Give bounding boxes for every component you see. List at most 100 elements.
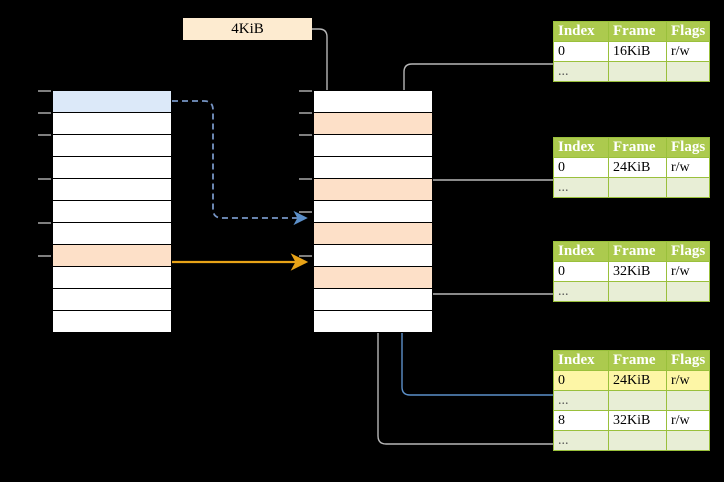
cell-frame bbox=[608, 61, 667, 82]
column-header-frame: Frame bbox=[608, 241, 667, 262]
cell-frame bbox=[608, 177, 667, 198]
physical-frame-4[interactable] bbox=[314, 179, 432, 201]
column-header-index: Index bbox=[553, 350, 609, 371]
cell-index: 8 bbox=[553, 410, 609, 431]
cell-frame: 24KiB bbox=[608, 157, 667, 178]
cell-flags bbox=[665, 281, 711, 302]
table-row-highlighted[interactable]: 0 24KiB r/w bbox=[553, 370, 711, 391]
column-header-flags: Flags bbox=[665, 241, 711, 262]
virtual-page-7[interactable] bbox=[53, 245, 171, 267]
right-tick-5 bbox=[299, 211, 312, 213]
column-header-flags: Flags bbox=[665, 21, 711, 42]
physical-frame-0[interactable] bbox=[314, 91, 432, 113]
cell-flags: r/w bbox=[665, 410, 711, 431]
cell-frame bbox=[608, 281, 667, 302]
wire-table3-to-frame8 bbox=[411, 262, 553, 295]
table-header-row: Index Frame Flags bbox=[553, 350, 711, 371]
cell-flags bbox=[665, 430, 711, 451]
cell-flags bbox=[665, 177, 711, 198]
table-header-row: Index Frame Flags bbox=[553, 241, 711, 262]
virtual-page-3[interactable] bbox=[53, 157, 171, 179]
physical-frame-6[interactable] bbox=[314, 223, 432, 245]
virtual-page-10[interactable] bbox=[53, 311, 171, 333]
cell-frame bbox=[608, 430, 667, 451]
table-row-ellipsis[interactable]: ... bbox=[553, 177, 711, 198]
column-header-flags: Flags bbox=[665, 137, 711, 158]
cell-flags: r/w bbox=[665, 41, 711, 62]
virtual-page-1[interactable] bbox=[53, 113, 171, 135]
cell-frame: 32KiB bbox=[608, 261, 667, 282]
right-tick-1 bbox=[299, 112, 312, 114]
left-tick-4 bbox=[38, 178, 51, 180]
table-row[interactable]: 0 32KiB r/w bbox=[553, 261, 711, 282]
page-table-4: Index Frame Flags 0 24KiB r/w ... 8 32Ki… bbox=[553, 350, 711, 451]
virtual-page-6[interactable] bbox=[53, 223, 171, 245]
page-size-label: 4KiB bbox=[183, 18, 312, 40]
virtual-page-2[interactable] bbox=[53, 135, 171, 157]
right-tick-4 bbox=[299, 178, 312, 180]
cell-index: 0 bbox=[553, 157, 609, 178]
physical-frame-3[interactable] bbox=[314, 157, 432, 179]
table-row[interactable]: 0 24KiB r/w bbox=[553, 157, 711, 178]
table-row[interactable]: 0 16KiB r/w bbox=[553, 41, 711, 62]
page-table-1: Index Frame Flags 0 16KiB r/w ... bbox=[553, 21, 711, 82]
cell-flags bbox=[665, 390, 711, 411]
physical-frame-10[interactable] bbox=[314, 311, 432, 333]
physical-frame-9[interactable] bbox=[314, 289, 432, 311]
page-table-3: Index Frame Flags 0 32KiB r/w ... bbox=[553, 241, 711, 302]
left-tick-7 bbox=[38, 255, 51, 257]
cell-index: 0 bbox=[553, 41, 609, 62]
virtual-page-8[interactable] bbox=[53, 267, 171, 289]
cell-flags: r/w bbox=[665, 157, 711, 178]
physical-memory-column bbox=[313, 90, 433, 333]
virtual-page-4[interactable] bbox=[53, 179, 171, 201]
cell-frame: 24KiB bbox=[608, 370, 667, 391]
page-table-2: Index Frame Flags 0 24KiB r/w ... bbox=[553, 137, 711, 198]
physical-frame-8[interactable] bbox=[314, 267, 432, 289]
right-tick-0 bbox=[299, 90, 312, 92]
cell-index: ... bbox=[553, 177, 609, 198]
physical-frame-5[interactable] bbox=[314, 201, 432, 223]
cell-flags: r/w bbox=[665, 370, 711, 391]
cell-index: ... bbox=[553, 281, 609, 302]
left-tick-0 bbox=[38, 90, 51, 92]
virtual-page-9[interactable] bbox=[53, 289, 171, 311]
left-tick-1 bbox=[38, 112, 51, 114]
cell-index: ... bbox=[553, 61, 609, 82]
physical-frame-2[interactable] bbox=[314, 135, 432, 157]
column-header-frame: Frame bbox=[608, 137, 667, 158]
physical-frame-1[interactable] bbox=[314, 113, 432, 135]
right-tick-7 bbox=[299, 255, 312, 257]
wire-table2-to-frame6 bbox=[412, 179, 553, 200]
left-tick-2 bbox=[38, 134, 51, 136]
table-header-row: Index Frame Flags bbox=[553, 137, 711, 158]
table-header-row: Index Frame Flags bbox=[553, 21, 711, 42]
cell-index: 0 bbox=[553, 370, 609, 391]
cell-flags: r/w bbox=[665, 261, 711, 282]
table-row[interactable]: 8 32KiB r/w bbox=[553, 410, 711, 431]
right-tick-2 bbox=[299, 134, 312, 136]
virtual-page-0[interactable] bbox=[53, 91, 171, 113]
column-header-index: Index bbox=[553, 21, 609, 42]
column-header-index: Index bbox=[553, 241, 609, 262]
physical-frame-7[interactable] bbox=[314, 245, 432, 267]
column-header-frame: Frame bbox=[608, 350, 667, 371]
cell-index: ... bbox=[553, 430, 609, 451]
column-header-frame: Frame bbox=[608, 21, 667, 42]
table-row-ellipsis[interactable]: ... bbox=[553, 390, 711, 411]
cell-index: ... bbox=[553, 390, 609, 411]
cell-flags bbox=[665, 61, 711, 82]
wire-vpage0-to-frame6 bbox=[172, 100, 308, 226]
cell-frame bbox=[608, 390, 667, 411]
table-row-ellipsis[interactable]: ... bbox=[553, 430, 711, 451]
virtual-page-5[interactable] bbox=[53, 201, 171, 223]
left-tick-6 bbox=[38, 222, 51, 224]
cell-frame: 16KiB bbox=[608, 41, 667, 62]
cell-index: 0 bbox=[553, 261, 609, 282]
column-header-flags: Flags bbox=[665, 350, 711, 371]
column-header-index: Index bbox=[553, 137, 609, 158]
table-row-ellipsis[interactable]: ... bbox=[553, 61, 711, 82]
table-row-ellipsis[interactable]: ... bbox=[553, 281, 711, 302]
virtual-address-space-column bbox=[52, 90, 172, 333]
